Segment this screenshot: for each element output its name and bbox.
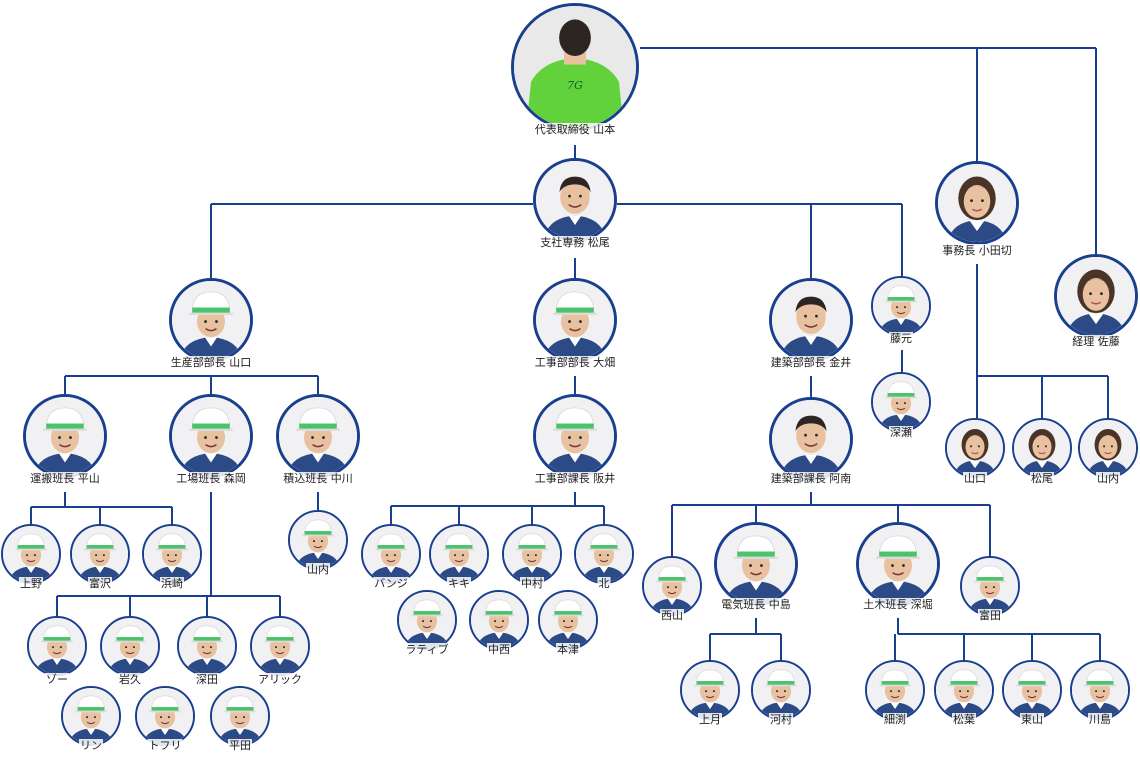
portrait-photo <box>1070 660 1130 720</box>
portrait-photo <box>23 394 107 478</box>
portrait-photo <box>574 524 634 584</box>
member-label: 西山 <box>660 609 684 622</box>
member-label: 工事部課長 阪井 <box>533 472 617 485</box>
portrait-photo <box>502 524 562 584</box>
member-label: 生産部部長 山口 <box>169 356 253 369</box>
member-label: バンジ <box>373 577 409 590</box>
portrait-photo <box>169 394 253 478</box>
portrait-photo <box>714 522 798 606</box>
member-label: 深田 <box>195 673 219 686</box>
member-label: 土木班長 深堀 <box>862 598 934 611</box>
portrait-photo <box>169 278 253 362</box>
member-label: 事務長 小田切 <box>941 244 1013 257</box>
member-label: 富田 <box>978 609 1002 622</box>
portrait-photo <box>533 158 617 242</box>
member-label: 中西 <box>487 643 511 656</box>
member-label: キキ <box>447 577 471 590</box>
portrait-photo <box>533 394 617 478</box>
portrait-photo <box>210 686 270 746</box>
portrait-photo <box>177 616 237 676</box>
member-label: 山口 <box>963 472 987 485</box>
portrait-photo <box>70 524 130 584</box>
portrait-photo <box>856 522 940 606</box>
portrait-photo <box>935 161 1019 245</box>
portrait-photo <box>142 524 202 584</box>
portrait-photo <box>1002 660 1062 720</box>
member-label: 山内 <box>1096 472 1120 485</box>
portrait-photo <box>945 418 1005 478</box>
portrait-photo <box>100 616 160 676</box>
member-label: 支社専務 松尾 <box>539 236 611 249</box>
portrait-photo <box>865 660 925 720</box>
member-label: 岩久 <box>118 673 142 686</box>
portrait-photo <box>61 686 121 746</box>
member-label: 運搬班長 平山 <box>29 472 101 485</box>
portrait-photo <box>250 616 310 676</box>
member-label: 川島 <box>1088 713 1112 726</box>
member-label: 工場班長 森岡 <box>175 472 247 485</box>
member-label: 経理 佐藤 <box>1071 335 1121 348</box>
portrait-photo <box>871 372 931 432</box>
member-label: 深瀬 <box>889 426 913 439</box>
portrait-photo <box>934 660 994 720</box>
portrait-photo <box>27 616 87 676</box>
portrait-photo <box>680 660 740 720</box>
portrait-photo <box>538 590 598 650</box>
member-label: 上月 <box>698 713 722 726</box>
member-label: 松尾 <box>1030 472 1054 485</box>
member-label: 建築部部長 金井 <box>769 356 853 369</box>
member-label: ゾー <box>45 673 69 686</box>
member-label: ラティブ <box>404 643 450 656</box>
portrait-photo <box>769 278 853 362</box>
member-label: 工事部部長 大畑 <box>533 356 617 369</box>
member-label: 本津 <box>556 643 580 656</box>
portrait-photo <box>751 660 811 720</box>
member-label: 北 <box>597 577 611 590</box>
portrait-photo <box>1 524 61 584</box>
member-label: 中村 <box>520 577 544 590</box>
member-label: 建築部課長 阿南 <box>769 472 853 485</box>
member-label: 上野 <box>19 577 43 590</box>
portrait-photo <box>469 590 529 650</box>
member-label: 浜崎 <box>160 577 184 590</box>
portrait-photo <box>533 278 617 362</box>
portrait-photo <box>1012 418 1072 478</box>
portrait-photo <box>769 397 853 481</box>
portrait-photo <box>361 524 421 584</box>
member-label: アリック <box>257 673 303 686</box>
portrait-photo <box>642 556 702 616</box>
member-label: 平田 <box>228 739 252 752</box>
member-label: 山内 <box>306 563 330 576</box>
svg-text:7G: 7G <box>567 79 583 92</box>
member-label: 電気班長 中島 <box>720 598 792 611</box>
portrait-photo: 7G <box>511 3 639 131</box>
member-label: 東山 <box>1020 713 1044 726</box>
portrait-photo <box>1078 418 1138 478</box>
member-label: 細渕 <box>883 713 907 726</box>
member-label: トフリ <box>147 739 183 752</box>
portrait-photo <box>1054 254 1138 338</box>
portrait-photo <box>135 686 195 746</box>
member-label: 藤元 <box>889 332 913 345</box>
member-label: 松葉 <box>952 713 976 726</box>
member-label: リン <box>79 739 103 752</box>
member-label: 富沢 <box>88 577 112 590</box>
portrait-photo <box>960 556 1020 616</box>
member-label: 積込班長 中川 <box>282 472 354 485</box>
portrait-photo <box>871 276 931 336</box>
portrait-photo <box>429 524 489 584</box>
member-label: 河村 <box>769 713 793 726</box>
portrait-photo <box>397 590 457 650</box>
member-label: 代表取締役 山本 <box>533 123 617 136</box>
portrait-photo <box>276 394 360 478</box>
portrait-photo <box>288 510 348 570</box>
